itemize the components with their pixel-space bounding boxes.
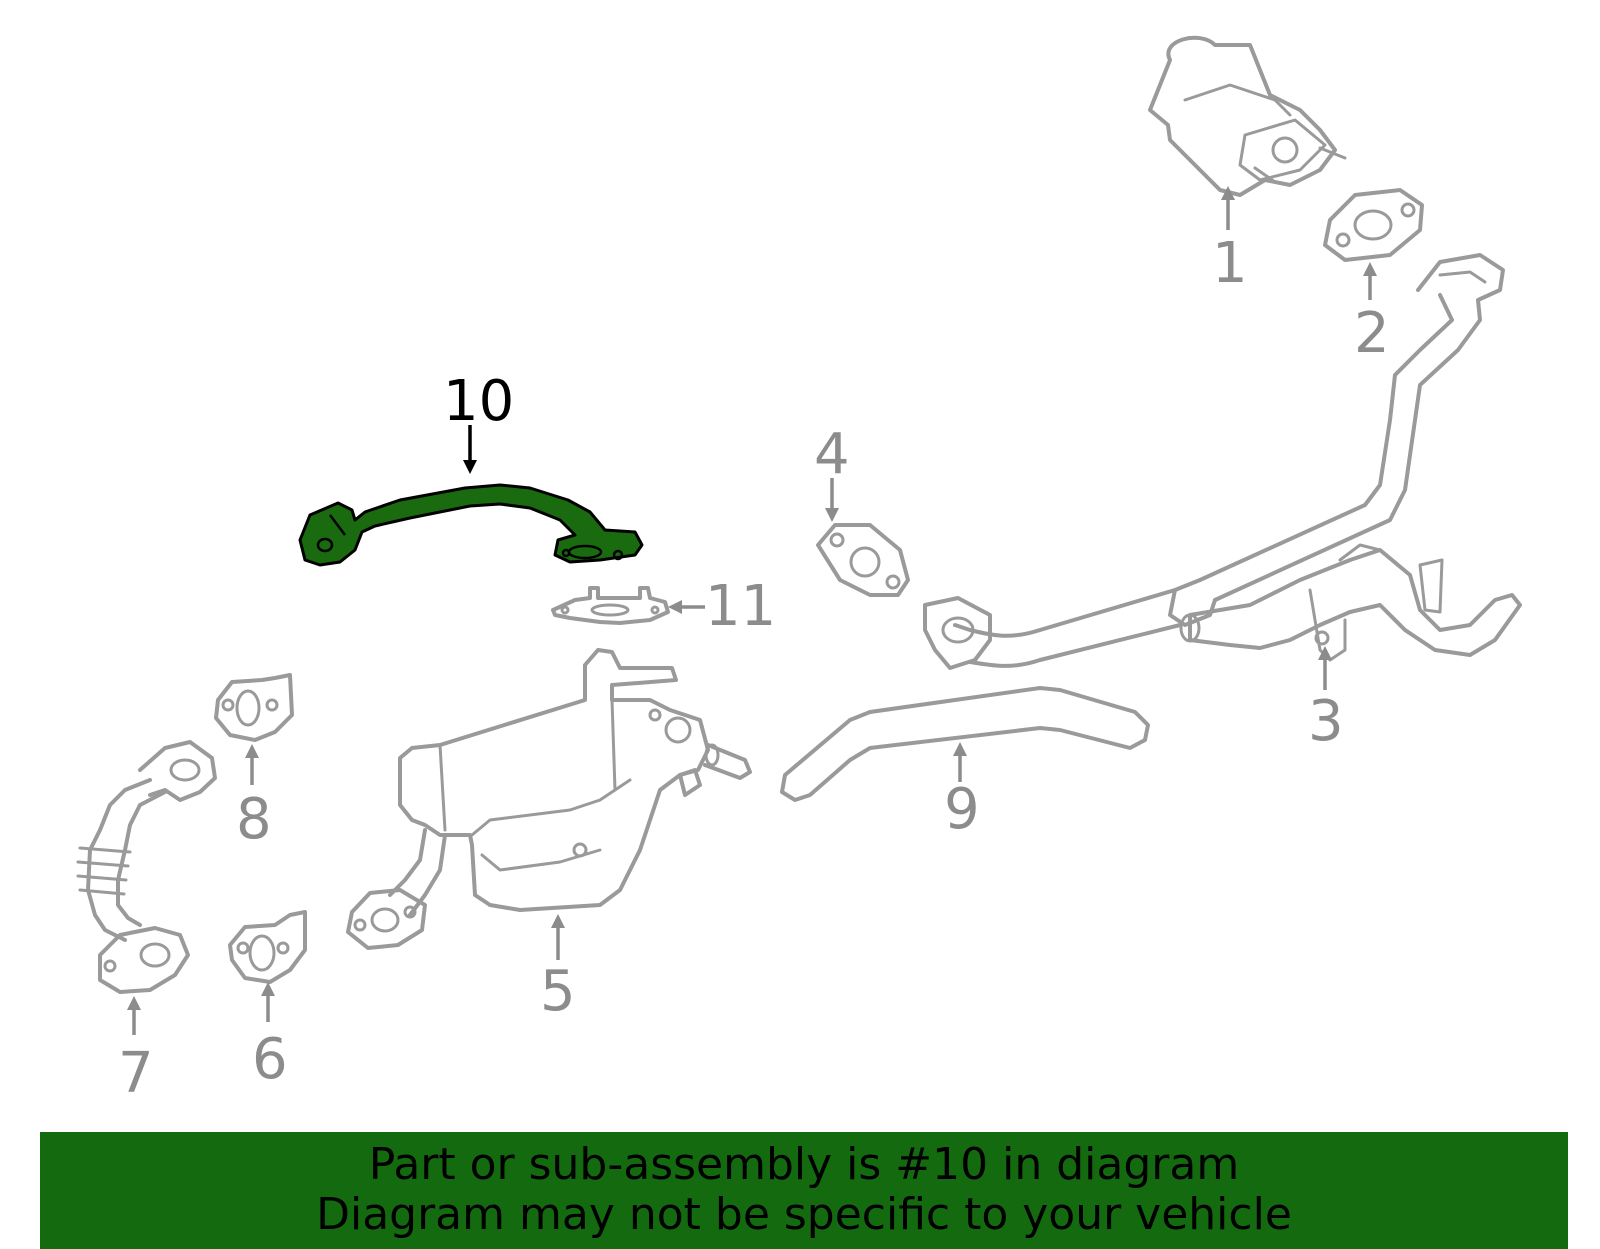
arrow-3 [1318, 646, 1332, 690]
arrow-10 [463, 425, 477, 474]
callout-10[interactable]: 10 [443, 369, 514, 434]
arrow-7 [127, 996, 141, 1035]
part-6-gasket[interactable] [228, 910, 307, 984]
callout-9[interactable]: 9 [944, 777, 980, 842]
arrow-9 [953, 742, 967, 782]
callout-1[interactable]: 1 [1212, 231, 1248, 296]
callout-8[interactable]: 8 [236, 787, 272, 852]
arrow-4 [825, 478, 839, 522]
arrow-6 [261, 982, 275, 1022]
part-2-gasket[interactable] [1323, 188, 1424, 262]
callout-3[interactable]: 3 [1308, 689, 1344, 754]
callout-6[interactable]: 6 [252, 1027, 288, 1092]
part-9-hose[interactable] [780, 686, 1150, 802]
part-8-gasket[interactable] [214, 673, 294, 742]
callout-7[interactable]: 7 [118, 1041, 154, 1106]
arrow-8 [245, 744, 259, 785]
info-banner: Part or sub-assembly is #10 in diagram D… [40, 1132, 1568, 1249]
part-1-egr-valve[interactable] [1148, 35, 1347, 197]
part-10-egr-pipe-highlighted[interactable] [298, 483, 644, 567]
arrow-5 [551, 914, 565, 960]
callout-2[interactable]: 2 [1354, 301, 1390, 366]
callout-5[interactable]: 5 [540, 959, 576, 1024]
arrow-11 [668, 600, 705, 614]
part-11-gasket[interactable] [551, 586, 670, 625]
banner-line-2: Diagram may not be specific to your vehi… [316, 1189, 1292, 1240]
part-5-egr-cooler[interactable] [346, 648, 752, 950]
part-7-egr-tube[interactable] [76, 740, 217, 994]
arrow-2 [1363, 262, 1377, 300]
arrow-1 [1221, 186, 1235, 230]
callout-4[interactable]: 4 [814, 422, 850, 487]
callout-11[interactable]: 11 [705, 574, 776, 639]
part-3-egr-pipe[interactable] [923, 253, 1522, 670]
banner-line-1: Part or sub-assembly is #10 in diagram [368, 1139, 1240, 1190]
part-4-gasket[interactable] [816, 523, 910, 597]
